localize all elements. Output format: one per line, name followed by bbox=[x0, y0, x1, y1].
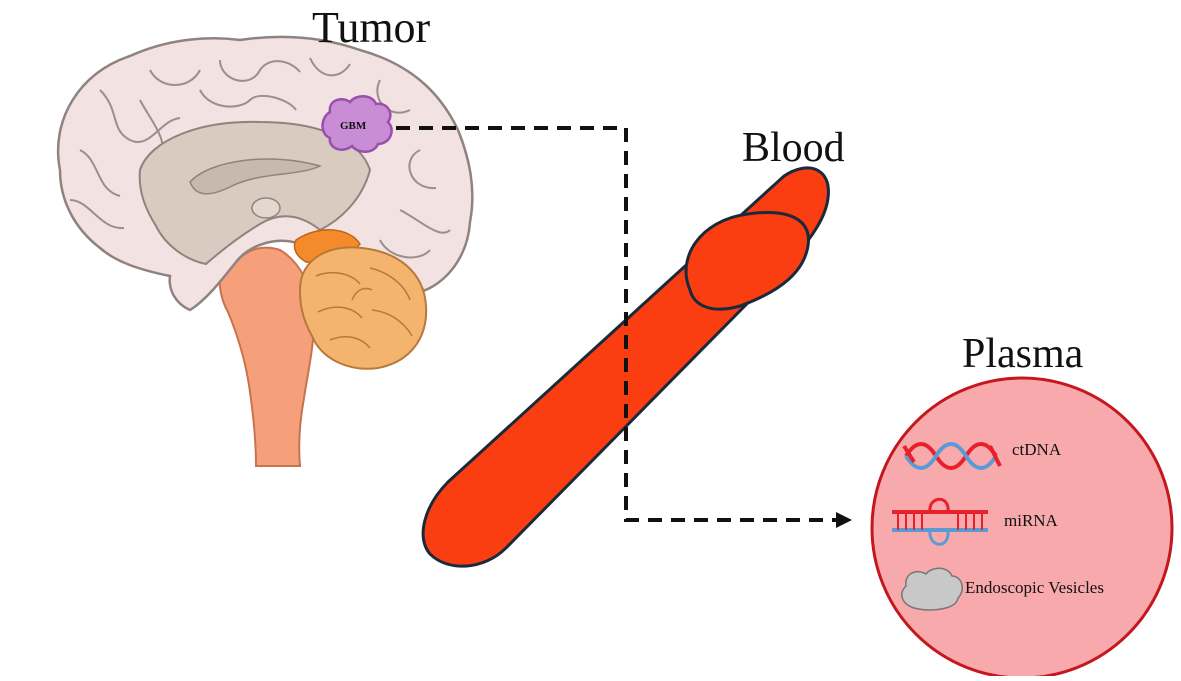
mirna-icon bbox=[892, 497, 988, 546]
gyri-lines bbox=[69, 57, 451, 259]
flow-arrow bbox=[396, 126, 852, 528]
thalamus bbox=[251, 197, 281, 219]
vesicle-icon bbox=[901, 567, 963, 611]
brainstem bbox=[218, 246, 316, 467]
ventricle bbox=[189, 158, 323, 195]
ctdna-label: ctDNA bbox=[1012, 440, 1062, 459]
tumor-label: Tumor bbox=[312, 3, 431, 52]
plasma-label: Plasma bbox=[962, 331, 1084, 377]
vessel-opening bbox=[684, 211, 810, 311]
mirna-label: miRNA bbox=[1004, 511, 1058, 530]
arrowhead bbox=[836, 512, 852, 528]
vesicles-label: Endoscopic Vesicles bbox=[965, 578, 1104, 597]
blood-label: Blood bbox=[742, 125, 845, 171]
cerebellum bbox=[298, 246, 428, 370]
gbm-label: GBM bbox=[340, 120, 367, 132]
brain-illustration bbox=[56, 35, 474, 467]
gbm-tumor bbox=[321, 95, 393, 153]
ctdna-icon bbox=[902, 442, 1002, 470]
